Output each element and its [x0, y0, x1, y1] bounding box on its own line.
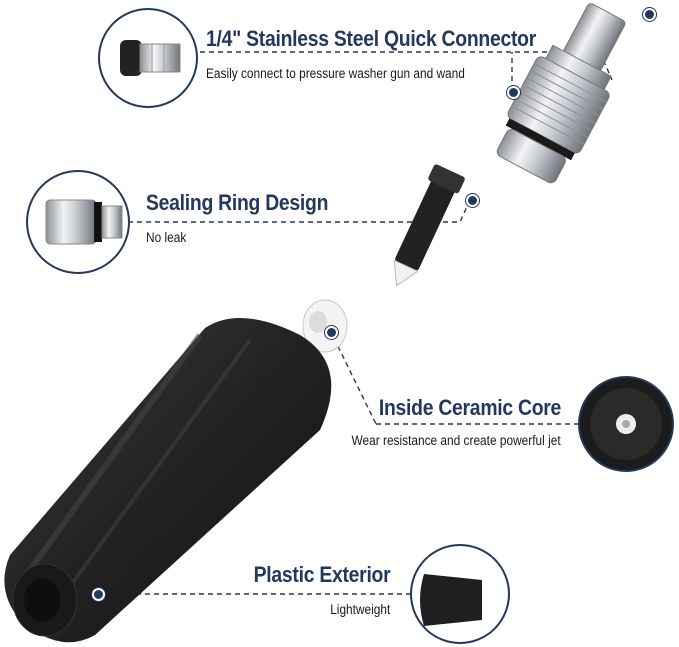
ceramic-inset [578, 376, 674, 472]
connector-inset [98, 8, 198, 108]
exterior-marker [92, 588, 105, 601]
sealing-marker [466, 194, 479, 207]
plastic-body [4, 318, 332, 643]
sealing-inset [26, 170, 130, 274]
sealing-leader [128, 199, 471, 223]
exterior-inset [410, 544, 510, 644]
connector-title: 1/4" Stainless Steel Quick Connector [206, 26, 536, 51]
sealing-subtitle: No leak [146, 230, 187, 245]
sealing-title: Sealing Ring Design [146, 190, 329, 215]
ceramic-marker [325, 326, 338, 339]
connector-subtitle: Easily connect to pressure washer gun an… [206, 66, 465, 81]
exterior-subtitle: Lightweight [329, 602, 390, 617]
ceramic-title: Inside Ceramic Core [378, 395, 561, 420]
quick-connector [496, 3, 626, 184]
ceramic-core-part [302, 299, 348, 353]
connector-marker [643, 8, 656, 21]
inner-pin [393, 164, 465, 287]
ceramic-subtitle: Wear resistance and create powerful jet [351, 433, 561, 448]
exterior-title: Plastic Exterior [253, 562, 390, 587]
connector-marker-2 [507, 86, 520, 99]
